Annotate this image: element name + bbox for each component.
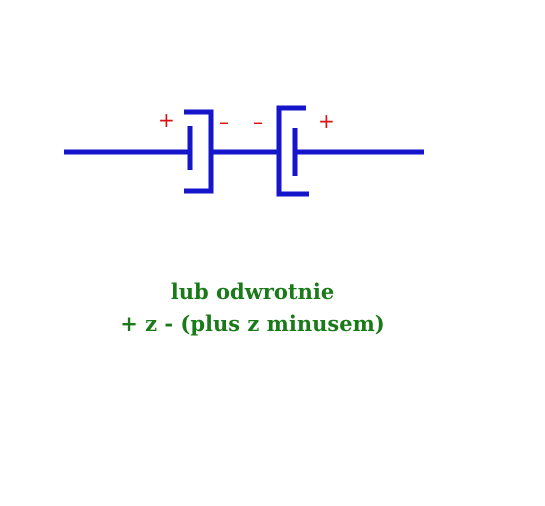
caption-line-2: + z - (plus z minusem) [120,311,385,336]
right-cap-minus-label: – [253,110,263,134]
caption-line-1: lub odwrotnie [170,279,335,304]
right-cap-plus-label: + [318,109,335,133]
right-cap-bracket-plate [276,105,309,197]
left-cap-minus-label: – [219,110,229,134]
left-cap-plus-label: + [158,108,175,132]
